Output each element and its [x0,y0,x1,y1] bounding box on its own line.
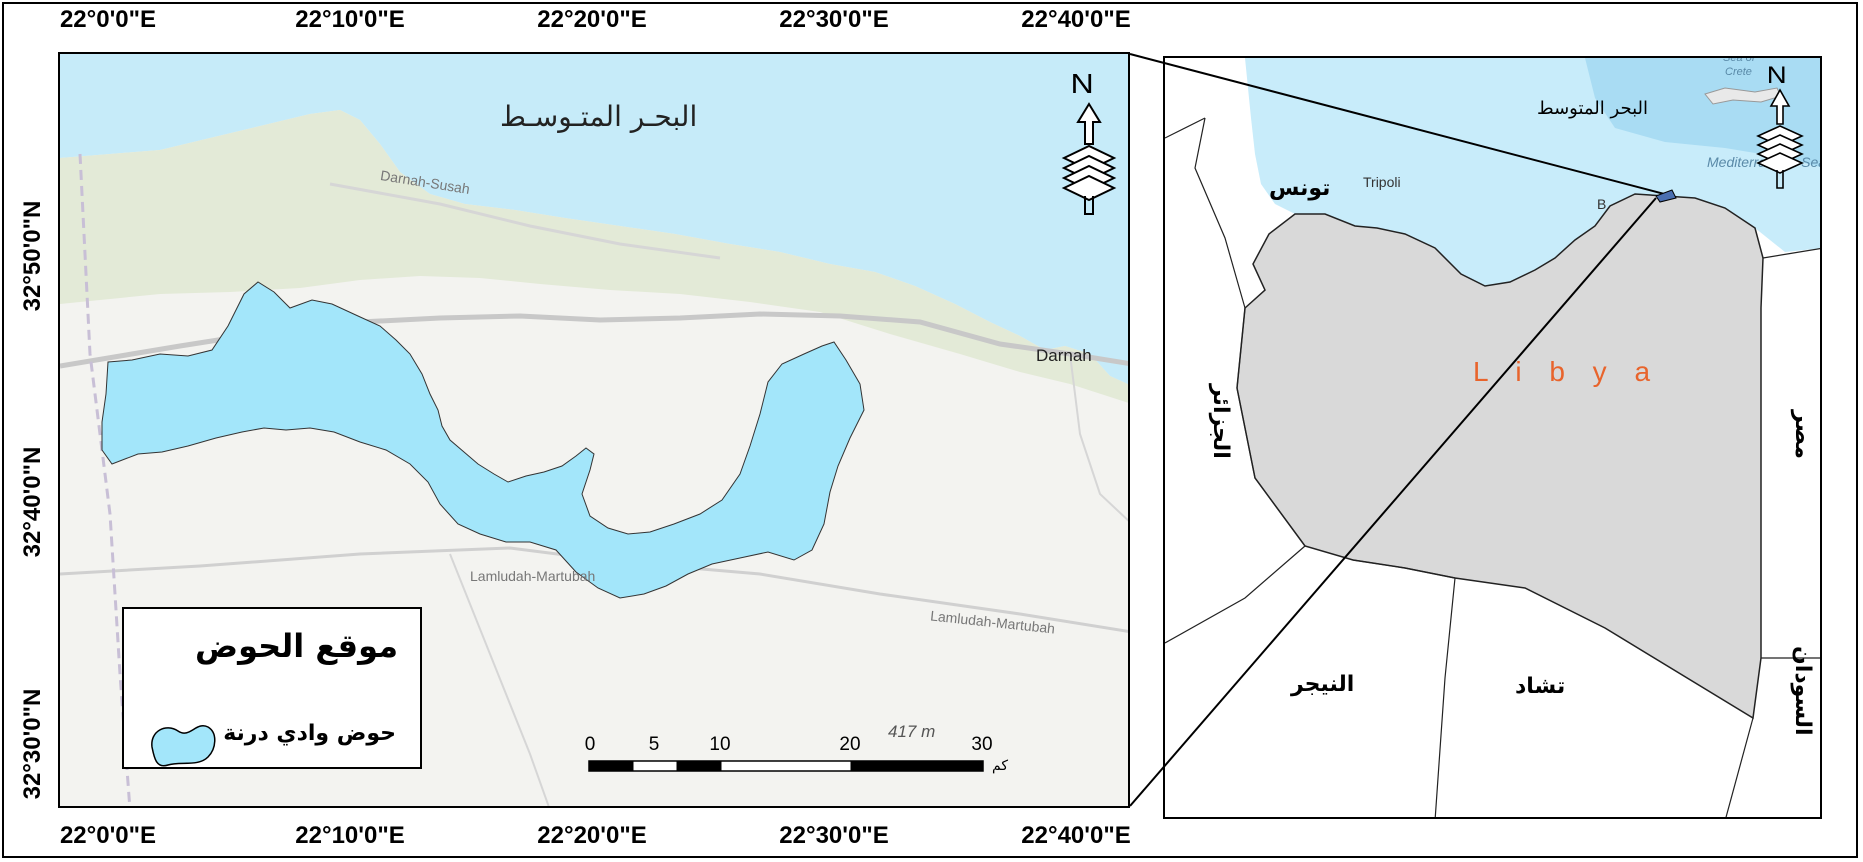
country-label-chad: تشاد [1515,674,1566,699]
scale-bar: 0 5 10 20 30 كم [584,730,1008,780]
elevation-label: 417 m [888,722,936,741]
inset-sea-label: البحر المتوسط [1537,98,1648,119]
secondary-road [449,553,550,806]
bottom-tick-22-30: 22°30'0"E [779,822,889,849]
city-label-benghazi: B [1597,196,1607,212]
country-label-sudan: السودان [1790,646,1815,736]
country-label-egypt: مصر [1790,410,1815,459]
bottom-tick-22-00: 22°0'0"E [59,822,157,849]
niger-algeria-border [1165,545,1306,644]
mediterranean-sea [60,54,1128,385]
scale-tick-10: 10 [709,734,731,755]
road-label-lamludah-martubah-1: Lamludah-Martubah [470,568,596,584]
scale-tick-5: 5 [648,734,660,755]
top-tick-22-00: 22°0'0"E [59,6,157,33]
inset-north-letter: N [1766,62,1787,89]
crete-label: Crete [1725,66,1752,78]
inset-north-arrow-icon [1756,88,1804,189]
basin-swatch-icon [151,725,216,767]
coastal-vegetation [60,110,1128,403]
legend-box: موقع الحوض حوض وادي درنة [122,607,422,769]
left-tick-32-50: 32°50'0"N [19,200,46,312]
north-arrow-icon [1061,102,1117,215]
inset-map-canvas [1165,58,1820,817]
left-tick-32-40: 32°40'0"N [19,446,46,558]
bottom-tick-22-40: 22°40'0"E [1021,822,1131,849]
country-label-libya: L i b y a [1473,356,1661,387]
north-arrow: N [1054,68,1124,222]
bottom-tick-22-20: 22°20'0"E [537,822,647,849]
top-tick-22-20: 22°20'0"E [537,6,647,33]
tunisia-coast [1165,117,1206,139]
scale-tick-0: 0 [584,734,596,755]
top-tick-22-40: 22°40'0"E [1021,6,1131,33]
niger-chad-border [1352,559,1456,817]
main-sea-label: البحـر المتـوسـط [500,100,698,133]
country-label-algeria: الجزائر [1208,384,1233,459]
top-tick-22-10: 22°10'0"E [295,6,405,33]
city-label-darnah: Darnah [1036,346,1092,365]
inset-north-arrow: N [1750,62,1810,196]
inset-map-frame: البحر المتوسط تونس Tripoli B Sea of Cret… [1163,56,1822,819]
wadi-darnah-basin [101,281,865,599]
darnah-road-east [1069,353,1128,522]
top-tick-22-30: 22°30'0"E [779,6,889,33]
egypt-border-top [1762,248,1820,259]
country-label-tunisia: تونس [1269,176,1331,201]
scale-bar-graphic [588,760,984,772]
legend-item-label: حوض وادي درنة [223,721,396,746]
scale-tick-20: 20 [839,734,861,755]
scale-tick-30: 30 [971,734,993,755]
left-tick-32-30: 32°30'0"N [19,688,46,800]
bottom-tick-22-10: 22°10'0"E [295,822,405,849]
darnah-susah-road [329,182,721,260]
scale-unit: كم [992,758,1008,774]
north-letter: N [1070,68,1094,99]
sea-of-crete-label: Sea of [1723,56,1755,64]
country-label-niger: النيجر [1291,672,1355,697]
legend-title: موقع الحوض [195,627,398,665]
city-label-tripoli: Tripoli [1363,174,1401,190]
chad-sudan-border [1725,717,1754,817]
